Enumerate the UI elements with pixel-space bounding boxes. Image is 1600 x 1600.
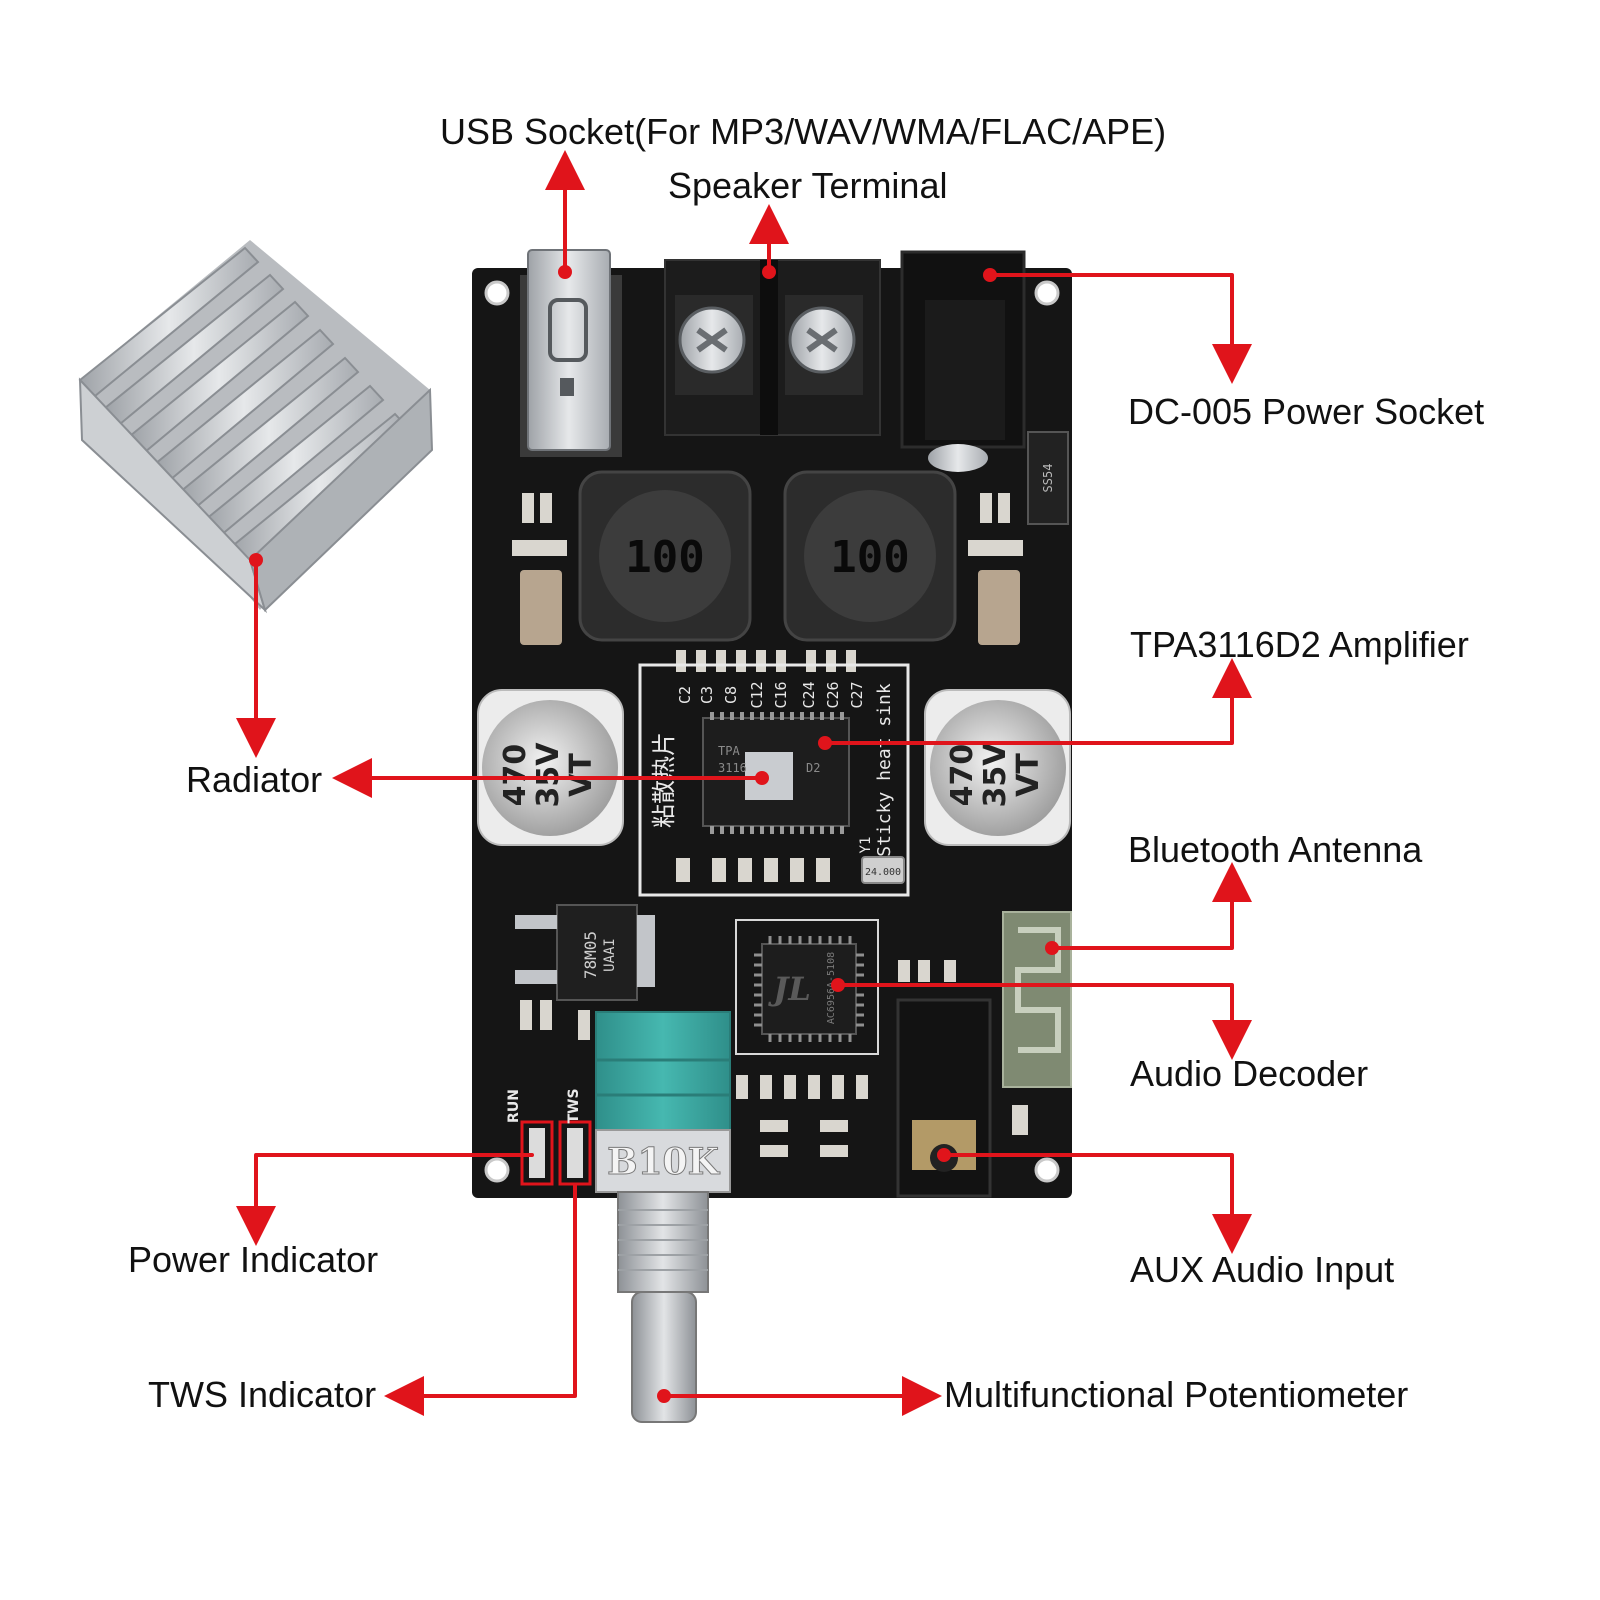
cap-left-code: VT [564,753,599,797]
label-tpa-amplifier: TPA3116D2 Amplifier [1130,624,1469,665]
label-dc-power-socket: DC-005 Power Socket [1128,391,1485,432]
cap-right-code: VT [1011,753,1046,797]
cap-right-voltage: 35V [978,742,1013,808]
smd-components [512,493,1028,1157]
arrow-dc [988,273,1252,384]
cap-left-value: 470 [498,744,533,807]
cap-left-voltage: 35V [531,742,566,808]
cap-label-c26: C26 [824,681,842,708]
amp-chip-line3: D2 [806,761,820,775]
inductor-right [783,470,957,642]
amp-chip [702,712,850,834]
led-tws-label: TWS [566,1088,582,1123]
arrow-power-indicator [236,1153,534,1246]
arrow-bluetooth [1050,862,1252,950]
pot-marking: B10K [607,1141,721,1183]
callout-arrows [236,150,1252,1416]
decoder-logo: JL [767,970,811,1008]
label-potentiometer: Multifunctional Potentiometer [944,1374,1409,1415]
bluetooth-antenna [1002,911,1072,1088]
arrow-decoder [836,983,1252,1060]
regulator-line1: 78M05 [581,931,600,979]
label-audio-decoder: Audio Decoder [1130,1053,1369,1094]
potentiometer [595,1011,731,1423]
arrow-aux [942,1153,1252,1254]
label-radiator: Radiator [186,759,323,800]
heatsink-image [78,240,434,614]
amp-chip-line1: TPA [718,744,740,758]
voltage-regulator [515,904,655,1001]
crystal [861,856,905,884]
label-aux-input: AUX Audio Input [1130,1249,1395,1290]
dc-power-socket [900,250,1069,525]
usb-socket [520,249,622,457]
cap-label-c3: C3 [698,686,716,704]
inductor-left [578,470,752,642]
arrow-tpa [823,658,1252,745]
capacitor-left [477,689,624,846]
inductor-left-marking: 100 [625,532,704,583]
cap-label-c12: C12 [748,681,766,708]
crystal-ref-label: Y1 [858,837,874,854]
label-bluetooth-antenna: Bluetooth Antenna [1128,829,1423,870]
crystal-marking: 24.000 [865,867,901,878]
cap-right-value: 470 [945,744,980,807]
label-speaker-terminal: Speaker Terminal [668,165,948,206]
amp-chip-line2: 3116 [718,761,747,775]
capacitor-right [924,689,1071,846]
aux-jack [896,998,992,1198]
callout-dots [249,265,1059,1403]
cap-label-c16: C16 [772,681,790,708]
cap-label-c27: C27 [848,681,866,708]
speaker-terminal [664,259,881,436]
arrow-tws-indicator [384,1183,577,1416]
cap-label-c8: C8 [722,686,740,704]
inductor-right-marking: 100 [830,532,909,583]
regulator-line2: UAAI [602,938,618,972]
label-power-indicator: Power Indicator [128,1239,379,1280]
cap-label-c2: C2 [676,686,694,704]
led-run-label: RUN [506,1089,522,1123]
heatsink-note-en: Sticky heat sink [874,683,895,857]
decoder-part: AC6956A-5108 [826,952,837,1024]
cap-label-c24: C24 [800,681,818,708]
label-usb-socket: USB Socket(For MP3/WAV/WMA/FLAC/APE) [440,111,1167,152]
diode-marking: SS54 [1041,464,1055,493]
label-tws-indicator: TWS Indicator [148,1374,377,1415]
